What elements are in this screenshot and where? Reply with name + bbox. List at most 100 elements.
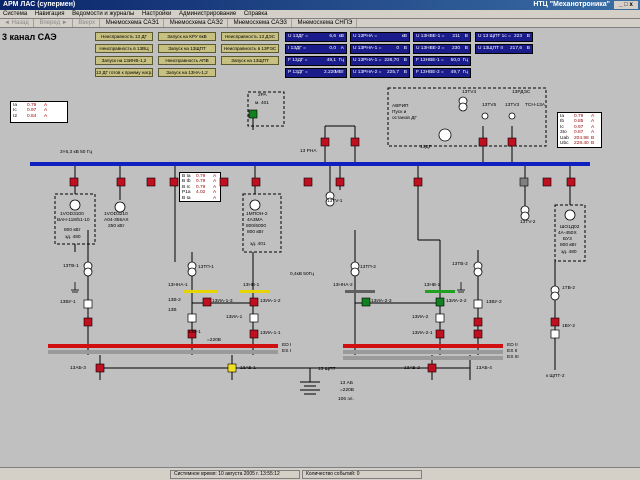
breaker-ab3[interactable] [95, 363, 105, 373]
menu-item-navigation[interactable]: Навигация [34, 11, 65, 17]
tv-right-icon-b [550, 291, 560, 301]
b1-icon [187, 313, 197, 323]
title-bar: АРМ ЛАС (супермен) НТЦ "Механотроника" _… [0, 0, 640, 10]
breaker-right-1[interactable] [550, 317, 560, 327]
meter-u-rna: U 13РНА =кВ [350, 32, 410, 42]
alarm-button-kru[interactable]: Запуск на КРУ 6кВ [158, 32, 216, 41]
breaker-f11[interactable] [542, 177, 552, 187]
label-m1-a: 1VOD3100 [60, 212, 84, 217]
breaker-v1[interactable] [187, 329, 197, 339]
breaker-vu1[interactable] [83, 317, 93, 327]
breaker-ia13[interactable] [202, 297, 212, 307]
breaker-vu2-b[interactable] [473, 329, 483, 339]
breaker-f8[interactable] [335, 177, 345, 187]
breaker-f5[interactable] [219, 177, 229, 187]
breaker-up4[interactable] [507, 137, 517, 147]
breaker-ab1[interactable] [227, 363, 237, 373]
breaker-f7[interactable] [303, 177, 313, 187]
label-ed2: ED II [507, 343, 518, 348]
alarm-button-des-fault[interactable]: Неисправность 13 ДЭС [221, 32, 279, 41]
alarm-button-na[interactable]: Запуск на 13НА-1,2 [158, 68, 216, 77]
company-name: НТЦ "Механотроника" [533, 1, 610, 8]
label-bat-a: 13 АБ [340, 381, 354, 386]
window-controls[interactable]: _ □ x [614, 1, 638, 9]
nnb2-status-bar [425, 290, 455, 293]
breaker-f1[interactable] [69, 177, 79, 187]
label-m3-b: 4А3МА [247, 218, 263, 223]
breaker-f4[interactable] [169, 177, 179, 187]
breaker-f2[interactable] [116, 177, 126, 187]
label-2pa: 2РА [258, 93, 267, 98]
alarm-button-apv[interactable]: Неисправность АПВ [158, 56, 216, 65]
label-nna2: 13ННА-2 [333, 283, 353, 288]
alarm-button-res-fault[interactable]: Неисправность в 13РЭС [221, 44, 279, 53]
tab-sae3[interactable]: Мнемосхема САЭ3 [230, 19, 292, 27]
motor-4-icon [564, 209, 576, 221]
motor-3-frame [242, 193, 282, 253]
nna2-status-bar [345, 290, 375, 293]
breaker-f3[interactable] [146, 177, 156, 187]
breaker-up1[interactable] [320, 137, 330, 147]
bus-ed1 [48, 344, 278, 348]
alarm-button-shpt-2[interactable]: Запуск на 13ЩПТ [221, 56, 279, 65]
label-tb2: 13TB-2 [452, 262, 468, 267]
breaker-f10[interactable] [519, 177, 529, 187]
label-m4-d: 800 кВт [560, 243, 577, 248]
breaker-f12[interactable] [566, 177, 576, 187]
menu-item-settings[interactable]: Настройки [141, 11, 172, 17]
label-ia2: 13ИА-2 [412, 315, 429, 320]
up-button[interactable]: Вверх [74, 19, 101, 27]
alarm-button-inv[interactable]: Запуск на 13ИНВ-1,2 [95, 56, 153, 65]
menu-item-reports[interactable]: Ведомости и журналы [72, 11, 135, 17]
label-m3-e: зд. 401 [250, 242, 266, 247]
breaker-up3[interactable] [478, 137, 488, 147]
tv3-icon [508, 112, 516, 120]
label-m1-d: зд. 480 [65, 235, 81, 240]
menu-item-system[interactable]: Система [3, 11, 28, 17]
tab-sae2[interactable]: Мнемосхема САЭ2 [166, 19, 228, 27]
breaker-ia23[interactable] [361, 297, 371, 307]
label-es3: ES III [507, 355, 519, 360]
breaker-up2[interactable] [350, 137, 360, 147]
menu-item-help[interactable]: Справка [243, 11, 268, 17]
breaker-f9[interactable] [413, 177, 423, 187]
vu1-icon [83, 299, 93, 309]
label-es2: ES II [507, 349, 518, 354]
breaker-ab2[interactable] [427, 363, 437, 373]
tab-snpe[interactable]: Мнемосхема СНПЭ [294, 19, 358, 27]
status-bar: Системное время: 10 августа 2005 г. 13:5… [0, 467, 640, 480]
breaker-f6[interactable] [251, 177, 261, 187]
device-avr-frame [387, 87, 547, 147]
label-tv4: 13TV4 [462, 90, 477, 95]
forward-button[interactable]: Вперед ► [35, 19, 73, 27]
label-nna1: 13ННА-1 [168, 283, 188, 288]
nnb1-status-bar [240, 290, 270, 293]
breaker-vu2[interactable] [473, 317, 483, 327]
label-vu-right: 1ВУ-2 [562, 324, 576, 329]
label-b2: 13В-2 [168, 298, 181, 303]
menu-item-admin[interactable]: Администрирование [179, 11, 237, 17]
label-vu1: 13ВУ-1 [60, 300, 76, 305]
single-line-diagram [30, 87, 590, 395]
label-v220: =220В [207, 338, 222, 343]
tab-sae1[interactable]: Мнемосхема САЭ1 [102, 19, 165, 27]
label-m3-c: 800/6000 [246, 224, 267, 229]
label-tv5: 13TV5 [482, 103, 497, 108]
breaker-ia11[interactable] [249, 329, 259, 339]
alarm-button-vc-fault[interactable]: Неисправность в 13ВЦ [95, 44, 153, 53]
bus-es2 [343, 350, 503, 354]
label-tv3: 13TV3 [505, 103, 520, 108]
alarm-button-shpt[interactable]: Запуск на 13ЩПТ [158, 44, 216, 53]
label-2pa-sub: м. 401 [255, 101, 269, 106]
alarm-button-dg-ready[interactable]: 13 ДГ готов к приему нагр. [95, 68, 153, 77]
breaker-ia12[interactable] [249, 297, 259, 307]
breaker-ia21[interactable] [435, 329, 445, 339]
back-button[interactable]: ◄ Назад [0, 19, 34, 27]
breaker-2pa[interactable] [248, 109, 258, 119]
breaker-ia22[interactable] [435, 297, 445, 307]
alarm-button-dg-fault[interactable]: Неисправность 13 ДГ [95, 32, 153, 41]
menu-bar: Система Навигация Ведомости и журналы На… [0, 10, 640, 19]
